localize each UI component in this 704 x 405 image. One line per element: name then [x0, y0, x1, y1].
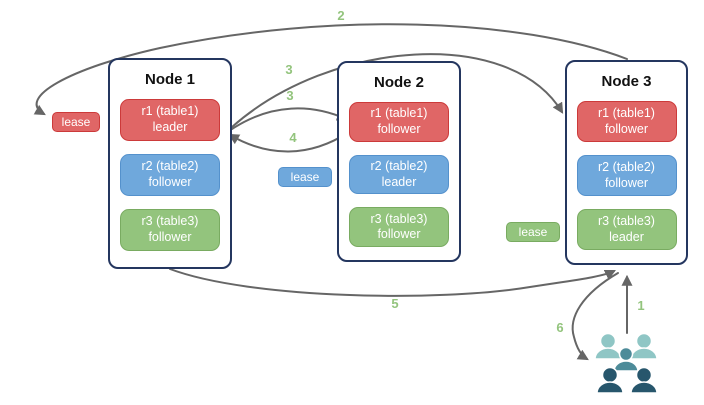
person-center-icon — [613, 346, 639, 372]
node-1-replica-r3: r3 (table3) follower — [120, 209, 220, 251]
step-label-3-upper: 3 — [285, 62, 293, 77]
step-label-4: 4 — [289, 130, 297, 145]
replica-name: r3 (table3) — [370, 211, 428, 226]
replica-role: leader — [381, 174, 417, 189]
node-1-title: Node 1 — [144, 71, 195, 88]
replica-name: r3 (table3) — [598, 213, 655, 228]
person-bottom-right-icon — [630, 366, 658, 394]
step-label-1: 1 — [637, 298, 645, 313]
person-top-right-icon — [630, 332, 658, 360]
arrow-step-4-node2-to-node1 — [228, 131, 350, 153]
replica-name: r1 (table1) — [370, 106, 428, 121]
step-label-6: 6 — [556, 320, 564, 335]
node-2-replica-r1: r1 (table1) follower — [349, 102, 449, 142]
replica-role: leader — [152, 120, 188, 134]
replica-name: r2 (table2) — [141, 159, 199, 174]
lease-tag-red: lease — [52, 112, 100, 132]
user-group-icon — [594, 332, 658, 394]
arrow-step-3-node1-to-node2 — [231, 107, 349, 130]
node-1-replica-r2: r2 (table2) follower — [120, 154, 220, 196]
person-bottom-left-icon — [596, 366, 624, 394]
node-2-replica-r3: r3 (table3) follower — [349, 207, 449, 248]
node-3-replica-r3: r3 (table3) leader — [576, 209, 677, 250]
node-3-title: Node 3 — [601, 73, 652, 90]
node-2-box: Node 2 r1 (table1) follower r2 (table2) … — [337, 61, 461, 262]
node-3-box: Node 3 r1 (table1) follower r2 (table2) … — [565, 60, 688, 265]
node-2-title: Node 2 — [373, 74, 424, 91]
replica-name: r1 (table1) — [141, 104, 199, 119]
node-3-replica-r1: r1 (table1) follower — [576, 101, 677, 142]
replica-role: leader — [609, 229, 644, 244]
node-1-box: Node 1 r1 (table1) leader r2 (table2) fo… — [108, 58, 232, 269]
replica-role: follower — [148, 230, 192, 244]
replica-name: r3 (table3) — [141, 214, 199, 229]
arrow-step-6-node3-to-clients — [571, 272, 619, 361]
step-label-5: 5 — [391, 296, 399, 311]
step-label-2: 2 — [337, 8, 345, 23]
replica-role: follower — [377, 227, 421, 242]
replica-name: r2 (table2) — [370, 158, 428, 173]
replica-name: r1 (table1) — [598, 105, 655, 120]
node-3-replica-r2: r2 (table2) follower — [576, 155, 677, 196]
replica-role: follower — [377, 121, 421, 136]
replica-role: follower — [604, 121, 649, 136]
arrow-step-3-node1-to-node3 — [231, 53, 564, 128]
node-1-replica-r1: r1 (table1) leader — [120, 99, 220, 141]
person-top-left-icon — [594, 332, 622, 360]
replica-role: follower — [604, 175, 649, 190]
replica-name: r2 (table2) — [598, 159, 655, 174]
lease-tag-green: lease — [506, 222, 560, 242]
arrow-step-5-node1-to-node3 — [169, 268, 616, 297]
node-2-replica-r2: r2 (table2) leader — [349, 154, 449, 195]
arrow-step-2-node3-to-lease — [33, 23, 628, 116]
lease-tag-blue: lease — [278, 167, 332, 187]
step-label-3-lower: 3 — [286, 88, 294, 103]
replica-role: follower — [148, 175, 192, 189]
